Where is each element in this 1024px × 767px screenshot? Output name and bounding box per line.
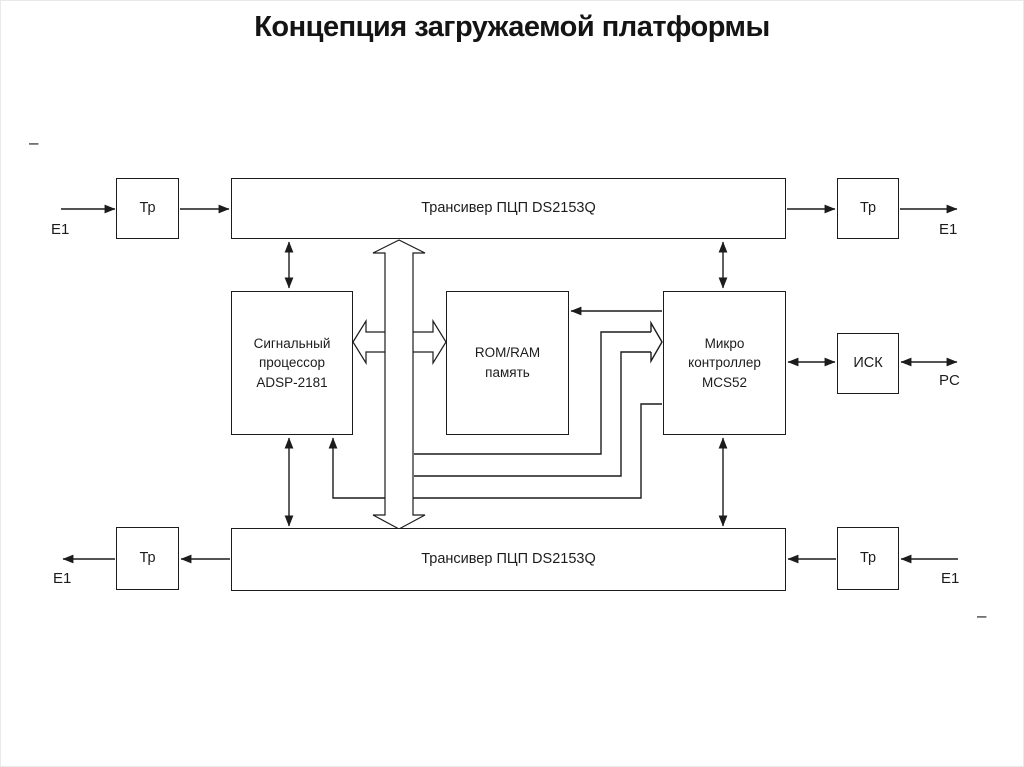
block-label: ИСК xyxy=(853,354,883,371)
block-transceiver-bottom: Трансивер ПЦП DS2153Q xyxy=(231,528,786,591)
block-microcontroller: Микро контроллер MCS52 xyxy=(663,291,786,435)
bus-vertical-double-arrow xyxy=(372,239,426,530)
mcu-to-dsp-control-line xyxy=(328,403,662,499)
block-label: Тр xyxy=(859,199,877,216)
port-label-e1-bottom-right: E1 xyxy=(941,570,960,587)
dash-decoration-top-left: – xyxy=(29,133,39,152)
page-title: Концепция загружаемой платформы xyxy=(254,11,770,43)
port-label-e1-top-left: E1 xyxy=(51,221,70,238)
bus-to-mcu-feed-upper xyxy=(414,331,651,455)
block-isk: ИСК xyxy=(837,333,899,394)
port-label-pc: PC xyxy=(939,372,960,389)
block-label: ROM/RAM память xyxy=(474,345,541,380)
block-label: Микро контроллер MCS52 xyxy=(688,335,761,390)
bus-to-mcu-open-arrowhead xyxy=(650,320,663,364)
block-label: Сигнальный процессор ADSP-2181 xyxy=(253,335,331,390)
block-tp-top-right: Тр xyxy=(837,178,899,239)
bus-to-mcu-feed-lower xyxy=(414,351,651,477)
block-tp-bottom-left: Тр xyxy=(116,527,179,590)
block-signal-processor: Сигнальный процессор ADSP-2181 xyxy=(231,291,353,435)
block-tp-top-left: Тр xyxy=(116,178,179,239)
dash-decoration-bottom-right: – xyxy=(977,606,987,625)
port-label-e1-bottom-left: E1 xyxy=(53,570,72,587)
port-label-e1-top-right: E1 xyxy=(939,221,958,238)
block-rom-ram-memory: ROM/RAM память xyxy=(446,291,569,435)
block-label: Трансивер ПЦП DS2153Q xyxy=(421,550,596,567)
block-label: Тр xyxy=(139,549,156,566)
block-tp-bottom-right: Тр xyxy=(837,527,899,590)
block-transceiver-top: Трансивер ПЦП DS2153Q xyxy=(231,178,786,239)
block-label: Тр xyxy=(139,199,156,216)
block-label: Трансивер ПЦП DS2153Q xyxy=(421,199,596,216)
block-label: Тр xyxy=(859,549,877,566)
